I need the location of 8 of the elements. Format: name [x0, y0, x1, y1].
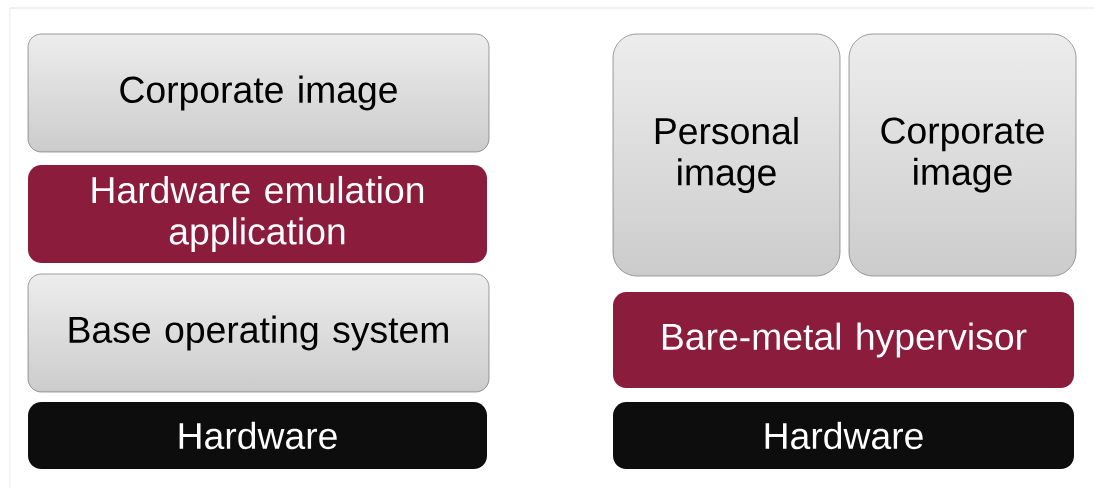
layer-box: Hardware: [28, 402, 487, 469]
layer-box: Corporate image: [27, 33, 490, 153]
layer-box: Bare-metal hypervisor: [613, 292, 1074, 388]
image-box: Personal image: [612, 33, 841, 277]
layer-box: Base operating system: [27, 273, 490, 393]
image-box: Corporate image: [848, 33, 1077, 277]
layer-box: Hardware: [613, 402, 1074, 469]
layer-box: Hardware emulation application: [28, 165, 487, 263]
